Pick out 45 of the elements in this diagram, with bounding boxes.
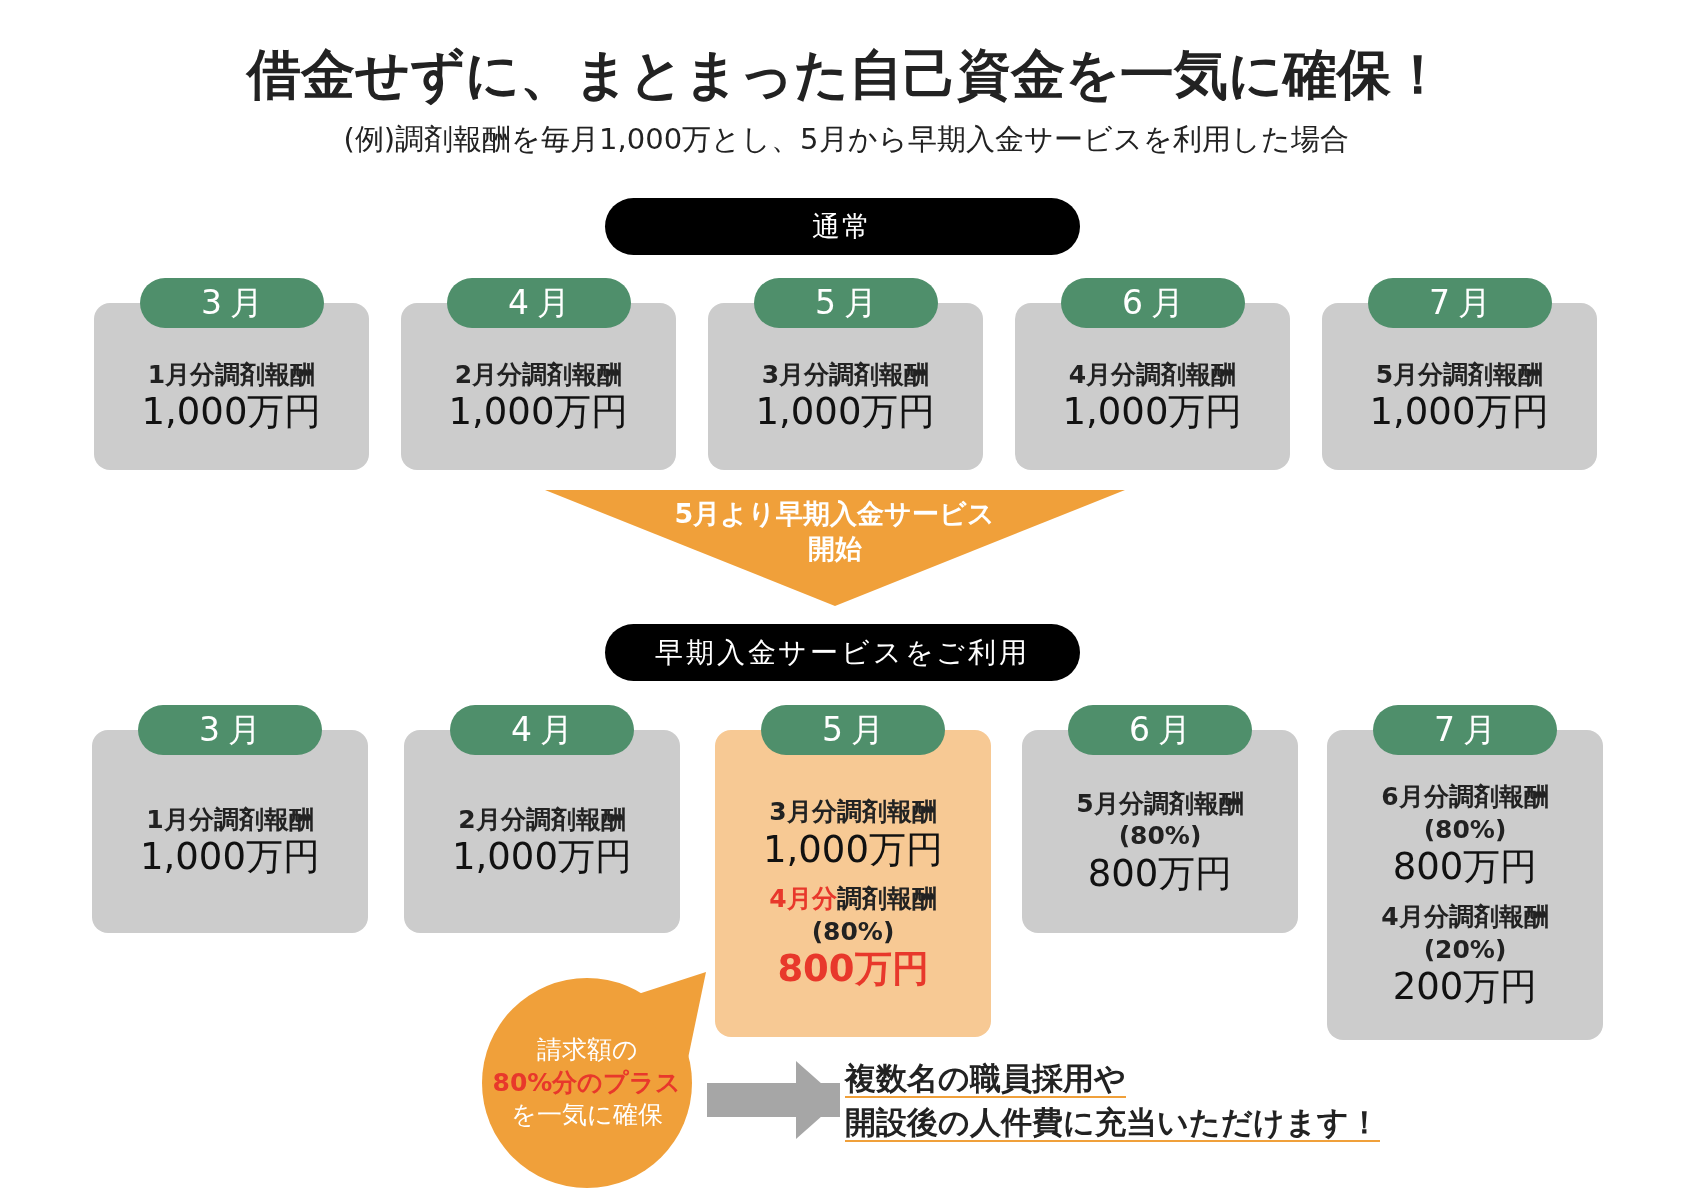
fee-heading: 4月分調剤報酬 (80%) [768, 883, 938, 948]
month-tab: 5月 [761, 705, 945, 755]
triangle-text: 5月より早期入金サービス開始 [673, 497, 997, 567]
fee-heading: 1月分調剤報酬 [147, 358, 316, 391]
month-tab: 6月 [1061, 278, 1245, 328]
section-pill: 通常 [605, 198, 1080, 255]
bubble-text: 請求額の [536, 1034, 638, 1067]
amount-text: 800万円 [777, 948, 929, 991]
month-tab: 3月 [140, 278, 324, 328]
fee-heading: 1月分調剤報酬 [146, 803, 314, 836]
month-tab: 6月 [1068, 705, 1252, 755]
note-text: 開設後の人件費に充当いただけます！ [845, 1103, 1380, 1143]
title: 借金せずに、まとまった自己資金を一気に確保！ [247, 42, 1445, 108]
fee-heading: 3月分調剤報酬 [761, 358, 930, 391]
month-tab: 4月 [450, 705, 634, 755]
note-text: 複数名の職員採用や [845, 1059, 1126, 1098]
amount-text: 1,000万円 [452, 836, 632, 879]
amount-text: 1,000万円 [755, 391, 936, 434]
section-pill: 早期入金サービスをご利用 [605, 624, 1080, 681]
month-tab: 5月 [754, 278, 938, 328]
bubble-text: を一気に確保 [511, 1099, 663, 1132]
amount-text: 1,000万円 [763, 828, 943, 872]
fee-heading: 4月分調剤報酬 (20%) [1380, 901, 1550, 966]
fee-heading: 3月分調剤報酬 [769, 796, 937, 829]
amount-text: 800万円 [1087, 852, 1233, 896]
amount-text: 200万円 [1392, 966, 1538, 1009]
fee-heading: 4月分調剤報酬 [1068, 358, 1237, 391]
amount-text: 800万円 [1392, 846, 1538, 889]
block-arrow [707, 1061, 840, 1139]
subtitle: (例)調剤報酬を毎月1,000万とし、5月から早期入金サービスを利用した場合 [343, 121, 1349, 159]
bubble-text: 80%分のプラス [492, 1066, 682, 1099]
month-tab: 7月 [1368, 278, 1552, 328]
amount-text: 1,000万円 [141, 391, 322, 434]
fee-heading: 2月分調剤報酬 [458, 803, 626, 836]
amount-text: 1,000万円 [140, 836, 320, 879]
amount-text: 1,000万円 [448, 391, 629, 434]
fee-heading: 2月分調剤報酬 [454, 358, 623, 391]
fee-heading: 5月分調剤報酬 (80%) [1075, 787, 1245, 853]
fee-heading: 6月分調剤報酬 (80%) [1380, 781, 1550, 846]
amount-text: 1,000万円 [1062, 391, 1243, 434]
amount-text: 1,000万円 [1369, 391, 1550, 434]
fee-heading: 5月分調剤報酬 [1375, 358, 1544, 391]
month-tab: 3月 [138, 705, 322, 755]
month-tab: 4月 [447, 278, 631, 328]
month-tab: 7月 [1373, 705, 1557, 755]
